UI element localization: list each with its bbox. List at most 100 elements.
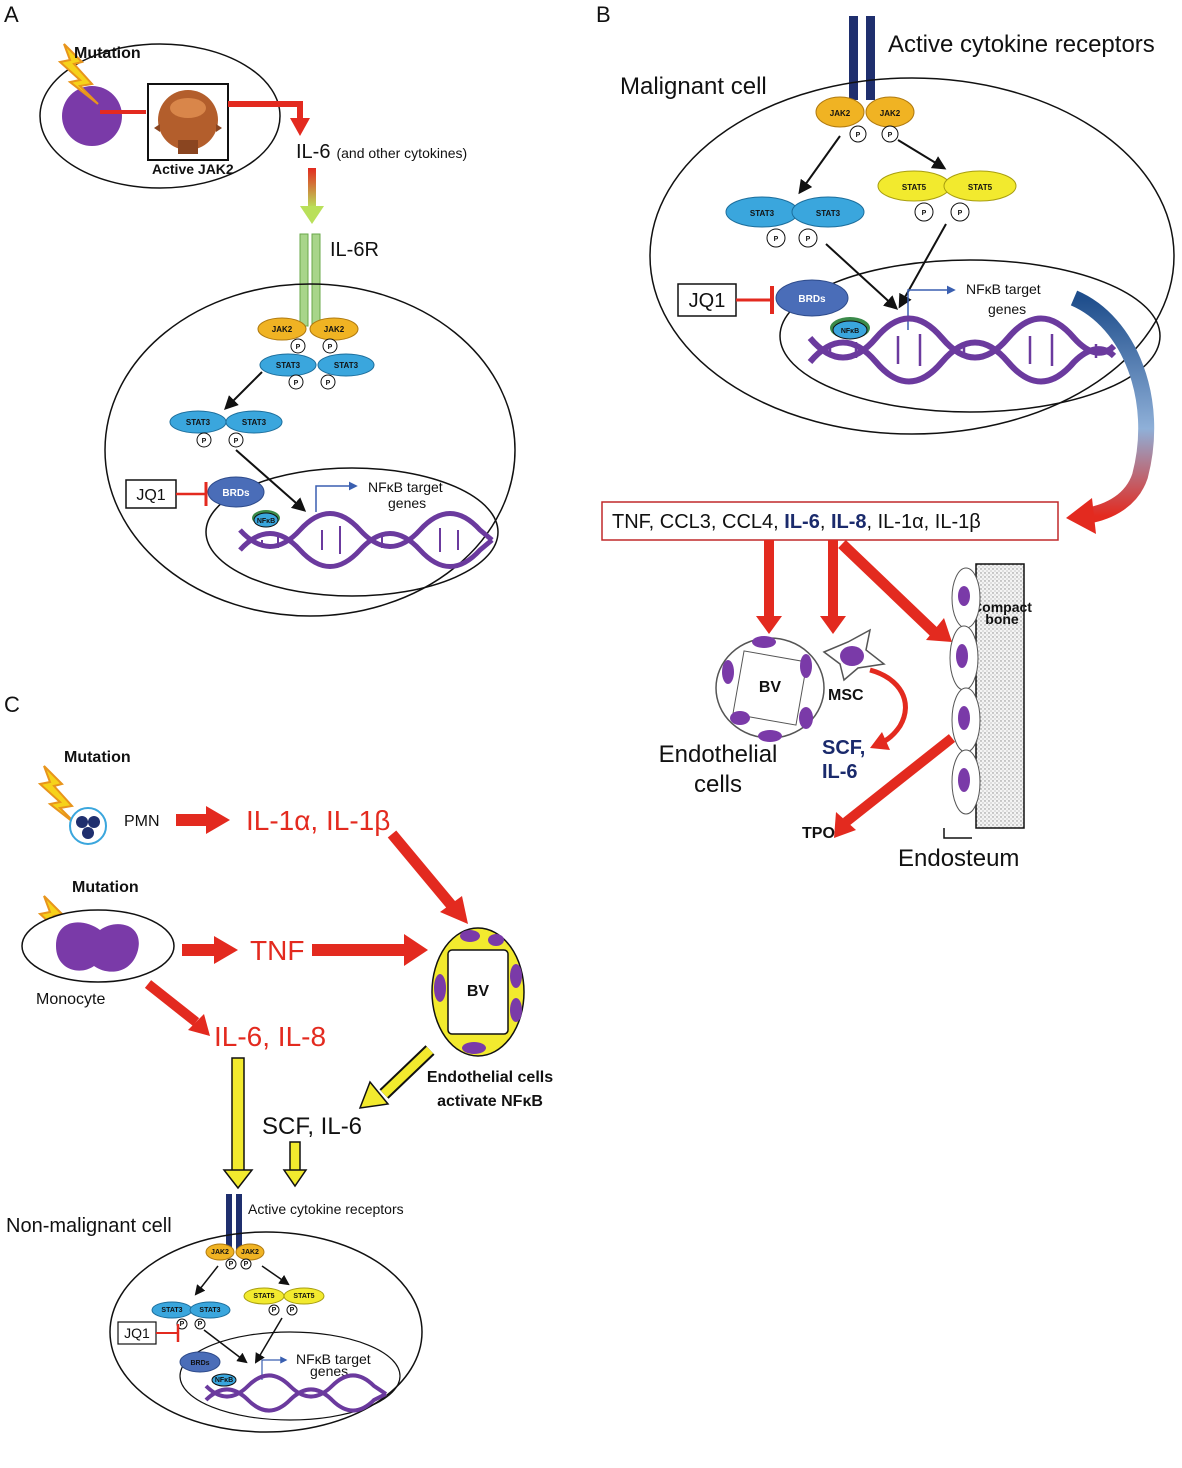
secretion-curve-arrowhead <box>1066 498 1096 534</box>
jak2-pill-c-left <box>205 1243 235 1261</box>
bv-to-scf-arrow-head <box>358 1080 390 1109</box>
endothelial-label-c1: Endothelial cells <box>427 1069 553 1086</box>
brds-c <box>179 1351 221 1373</box>
phospho-a-6 <box>228 432 244 448</box>
phospho-c-2-label: P <box>244 1261 249 1268</box>
blood-vessel-b <box>715 636 825 742</box>
stat3-label-c1: STAT3 <box>161 1307 182 1314</box>
phospho-b-6-label: P <box>958 210 963 217</box>
phospho-c-5-label: P <box>272 1307 277 1314</box>
compact-bone-label-1: Compact <box>972 599 1032 615</box>
msc-label: MSC <box>828 687 864 704</box>
scf-il6-label-b: IL-6 <box>822 761 858 783</box>
stat3-label-b2: STAT3 <box>816 209 841 218</box>
janus-head-icon <box>154 90 222 154</box>
nfkb-c <box>211 1373 237 1387</box>
pmn-lobe-2 <box>88 816 100 828</box>
stat3-free-label-a2: STAT3 <box>242 418 267 427</box>
secretion-curve-arrow <box>1070 290 1155 524</box>
transcription-arrow-c <box>261 1356 288 1380</box>
stat3-pill-b2 <box>791 196 865 228</box>
phospho-c-5 <box>268 1304 280 1316</box>
stat3-label-a2: STAT3 <box>334 361 359 370</box>
panel-a-letter: A <box>4 2 19 27</box>
msc-secretion-arrow <box>869 667 908 747</box>
endosteum-label: Endosteum <box>898 845 1019 872</box>
il6r-chain-left <box>299 233 309 327</box>
jak2-label-c-right: JAK2 <box>241 1249 259 1256</box>
active-jak2-label: Active JAK2 <box>152 161 234 177</box>
bv-to-scf-arrow <box>380 1046 434 1098</box>
brds-label-c: BRDs <box>190 1360 209 1367</box>
phospho-a-2-label: P <box>328 344 333 351</box>
stat3-free-a2 <box>225 410 283 434</box>
phospho-b-1-label: P <box>856 132 861 139</box>
phospho-b-2-label: P <box>888 132 893 139</box>
bv-label-c: BV <box>467 983 490 1000</box>
target-genes-a-1: NFκB target <box>368 479 443 495</box>
pmn-lobe-3 <box>82 827 94 839</box>
phospho-a-4-label: P <box>326 380 331 387</box>
mutation-label-a: Mutation <box>74 45 141 62</box>
phospho-a-1 <box>290 338 306 354</box>
phospho-a-5 <box>196 432 212 448</box>
monocyte-tnf-arrow-head <box>214 936 238 964</box>
dna-b-rungs <box>828 334 1098 366</box>
nfkb-label-c: NFκB <box>215 1377 233 1384</box>
non-malignant-membrane <box>109 1231 423 1433</box>
monocyte-il6-arrow-head <box>188 1014 210 1036</box>
receptor-c-right <box>236 1194 242 1250</box>
endothelial-label-b1: Endothelial <box>659 741 778 768</box>
non-malignant-label: Non-malignant cell <box>6 1215 172 1237</box>
cytokine-box <box>601 501 1059 541</box>
transcription-arrow-a <box>315 481 358 512</box>
il6-il8-label-c: IL-6, IL-8 <box>214 1021 326 1052</box>
endothelial-label-b2: cells <box>694 771 742 798</box>
stat5-pill-c2 <box>283 1287 325 1305</box>
jq1-label-b: JQ1 <box>689 290 726 312</box>
malignant-cell-membrane <box>649 77 1175 435</box>
pmn-lobe-1 <box>76 816 88 828</box>
jak2-pill-c-right <box>235 1243 265 1261</box>
receptors-label-b: Active cytokine receptors <box>888 31 1155 58</box>
stat3-to-nucleus-arrow-b <box>825 243 899 310</box>
monocyte-label: Monocyte <box>36 991 105 1008</box>
mutation-label-c1: Mutation <box>64 749 131 766</box>
tnf-to-bv-arrow-head <box>404 934 428 966</box>
il6-down-arrowhead <box>300 206 324 224</box>
brds-label-a: BRDs <box>222 488 250 499</box>
malignant-cell-label: Malignant cell <box>620 73 767 100</box>
phospho-a-6-label: P <box>234 438 239 445</box>
stat3-label-a1: STAT3 <box>276 361 301 370</box>
monocyte-tnf-arrow <box>182 944 216 956</box>
jak2-label-b-right: JAK2 <box>880 109 901 118</box>
jak2-label-c-left: JAK2 <box>211 1249 229 1256</box>
receptor-b-right <box>866 16 875 100</box>
phospho-a-4 <box>320 374 336 390</box>
lightning-icon <box>57 43 99 105</box>
phospho-b-4-label: P <box>806 236 811 243</box>
monocyte-il6-arrow <box>144 980 200 1026</box>
target-genes-c-1: NFκB target <box>296 1351 371 1367</box>
phospho-c-3-label: P <box>180 1321 185 1328</box>
arrow-to-endosteum <box>838 540 938 636</box>
phospho-c-6-label: P <box>290 1307 295 1314</box>
target-genes-b-1: NFκB target <box>966 281 1041 297</box>
scf-label-b: SCF, <box>822 737 865 759</box>
panel-a: A Mutation Active JAK2 IL-6(and other cy… <box>4 2 516 617</box>
il6-down-arrow <box>308 168 316 208</box>
phospho-b-5 <box>914 202 934 222</box>
brds-a <box>207 476 265 508</box>
jak2-to-stat5-arrow-c <box>261 1265 290 1286</box>
monocyte-nucleus <box>56 922 139 972</box>
nucleus-b <box>779 259 1161 413</box>
phospho-c-1 <box>225 1258 237 1270</box>
stat3-pill-a1 <box>259 353 317 377</box>
nfkb-b <box>832 320 868 340</box>
il6-label-a: IL-6(and other cytokines) <box>296 141 467 163</box>
mutation-label-c2: Mutation <box>72 879 139 896</box>
stat5-pill-b2 <box>943 170 1017 202</box>
dna-b <box>807 315 1117 385</box>
